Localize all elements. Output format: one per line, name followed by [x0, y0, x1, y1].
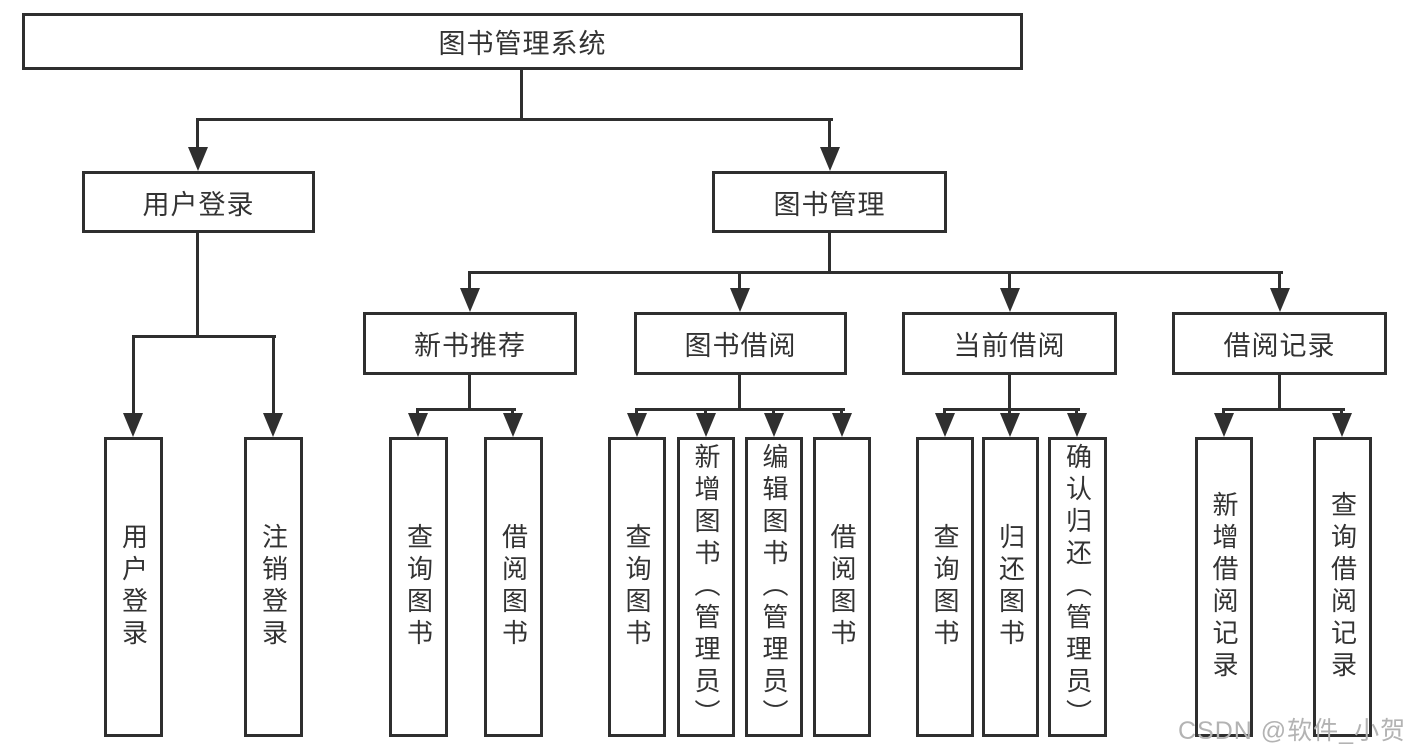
connector-line — [772, 408, 775, 416]
arrowhead — [627, 413, 647, 437]
connector-line — [1008, 375, 1011, 411]
connector-line — [1008, 271, 1011, 291]
connector-line — [511, 408, 514, 416]
connector-line — [943, 408, 946, 416]
node-label: 图书借阅 — [684, 331, 797, 361]
connector-line — [468, 271, 1283, 274]
connector-line — [196, 118, 199, 150]
leaf-query-borrow-record: 查询借阅记录 — [1313, 437, 1372, 737]
connector-line — [1222, 408, 1225, 416]
connector-line — [272, 335, 275, 415]
connector-line — [1278, 375, 1281, 411]
leaf-edit-book-admin: 编辑图书（管理员） — [745, 437, 803, 737]
node-book-borrow: 图书借阅 — [634, 312, 847, 375]
connector-line — [416, 408, 516, 411]
arrowhead — [123, 413, 143, 437]
connector-line — [520, 68, 523, 121]
node-book-mgmt-label: 图书管理 — [773, 189, 886, 220]
watermark: CSDN @软件_小贺同学 — [1178, 717, 1405, 745]
leaf-add-borrow-record: 新增借阅记录 — [1195, 437, 1253, 737]
connector-line — [738, 271, 741, 291]
node-book-mgmt: 图书管理 — [712, 171, 947, 233]
node-label: 借阅记录 — [1223, 331, 1336, 361]
leaf-label: 归还图书 — [995, 523, 1026, 651]
connector-line — [1340, 408, 1343, 416]
node-current-borrow: 当前借阅 — [902, 312, 1117, 375]
leaf-label: 借阅图书 — [827, 523, 857, 651]
leaf-borrow-book: 借阅图书 — [813, 437, 871, 737]
connector-line — [416, 408, 419, 416]
leaf-borrow-book: 借阅图书 — [484, 437, 543, 737]
connector-line — [635, 408, 638, 416]
leaf-user-login: 用户登录 — [104, 437, 163, 737]
arrowhead — [730, 288, 750, 312]
connector-line — [196, 233, 199, 338]
leaf-label: 编辑图书（管理员） — [759, 443, 789, 731]
node-label: 新书推荐 — [414, 331, 526, 361]
arrowhead — [1270, 288, 1290, 312]
arrowhead — [460, 288, 480, 312]
arrowhead — [188, 147, 208, 171]
connector-line — [1075, 408, 1078, 416]
arrowhead — [820, 147, 840, 171]
arrowhead — [832, 413, 852, 437]
arrowhead — [696, 413, 716, 437]
arrowhead — [1000, 413, 1020, 437]
leaf-label: 查询图书 — [403, 523, 434, 651]
leaf-query-book: 查询图书 — [608, 437, 666, 737]
connector-line — [828, 233, 831, 274]
arrowhead — [764, 413, 784, 437]
leaf-query-book: 查询图书 — [389, 437, 448, 737]
node-root-label: 图书管理系统 — [438, 29, 607, 59]
leaf-label: 新增图书（管理员） — [691, 443, 721, 731]
arrowhead — [263, 413, 283, 437]
leaf-confirm-return-admin: 确认归还（管理员） — [1048, 437, 1107, 737]
arrowhead — [408, 413, 428, 437]
node-root: 图书管理系统 — [22, 13, 1023, 70]
connector-line — [943, 408, 1080, 411]
connector-line — [704, 408, 707, 416]
leaf-return-book: 归还图书 — [982, 437, 1039, 737]
arrowhead — [1214, 413, 1234, 437]
connector-line — [1222, 408, 1345, 411]
leaf-label: 借阅图书 — [498, 523, 529, 651]
arrowhead — [935, 413, 955, 437]
arrowhead — [1067, 413, 1087, 437]
arrowhead — [503, 413, 523, 437]
connector-line — [468, 375, 471, 411]
node-user-login-label: 用户登录 — [142, 189, 255, 220]
leaf-label: 查询借阅记录 — [1327, 491, 1358, 683]
connector-line — [132, 335, 276, 338]
node-borrow-records: 借阅记录 — [1172, 312, 1387, 375]
leaf-add-book-admin: 新增图书（管理员） — [677, 437, 735, 737]
connector-line — [132, 335, 135, 415]
connector-line — [1278, 271, 1281, 291]
node-label: 当前借阅 — [953, 331, 1066, 361]
arrowhead — [1332, 413, 1352, 437]
connector-line — [197, 118, 833, 121]
leaf-label: 用户登录 — [118, 523, 149, 651]
leaf-logout: 注销登录 — [244, 437, 303, 737]
leaf-label: 查询图书 — [622, 523, 652, 651]
connector-line — [738, 375, 741, 411]
node-user-login: 用户登录 — [82, 171, 315, 233]
leaf-label: 确认归还（管理员） — [1062, 443, 1093, 731]
connector-line — [468, 271, 471, 291]
connector-line — [840, 408, 843, 416]
leaf-label: 注销登录 — [258, 523, 289, 651]
connector-line — [1008, 408, 1011, 416]
leaf-label: 新增借阅记录 — [1209, 491, 1239, 683]
connector-line — [828, 118, 831, 150]
node-new-book-recommend: 新书推荐 — [363, 312, 577, 375]
leaf-label: 查询图书 — [930, 523, 960, 651]
arrowhead — [1000, 288, 1020, 312]
connector-line — [635, 408, 845, 411]
leaf-query-book: 查询图书 — [916, 437, 974, 737]
